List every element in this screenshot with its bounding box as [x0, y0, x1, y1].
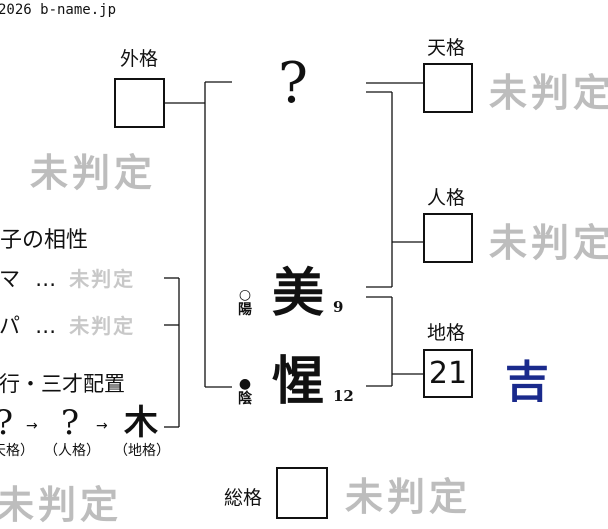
tenkaku-undetermined: 未判定: [489, 70, 608, 115]
given1-yinyang: ○ 陽: [238, 287, 252, 319]
parent-item-result: 未判定: [69, 314, 136, 338]
gogyo-sub: （人格）: [44, 443, 100, 459]
parent-item-label: パパ: [0, 314, 20, 338]
given2-char: 惺: [272, 351, 325, 412]
given1-strokes: 9: [333, 298, 344, 316]
parent-item-papa: パパ … 未判定: [0, 310, 135, 340]
soukaku-undetermined: 未判定: [345, 474, 472, 519]
tenkaku-label: 天格: [427, 37, 466, 59]
surname-char: ?: [278, 51, 309, 116]
gogyo-char: ?: [0, 406, 30, 440]
gogyo-char: ?: [60, 403, 80, 443]
gogyo-item-tenkaku: ? （天格）: [0, 406, 34, 460]
given1-yinyang-label: 陽: [238, 302, 252, 319]
copyright-text: 2026 b-name.jp: [0, 2, 117, 18]
given2-strokes: 12: [333, 387, 354, 405]
gogyo-item-chikaku: 木 （地格）: [114, 403, 170, 460]
gogyo-item-jinkaku: ? （人格）: [44, 403, 100, 460]
arrow-right-icon: →: [26, 418, 38, 434]
chikaku-label: 地格: [427, 322, 466, 344]
connector-lines: [164, 81, 424, 428]
parent-item-dots: …: [35, 314, 57, 338]
parent-item-label: ママ: [0, 267, 20, 291]
yang-circle-icon: ○: [238, 287, 252, 303]
gogyo-undetermined: 未判定: [0, 482, 123, 527]
parent-item-result: 未判定: [69, 267, 136, 291]
gaikaku-label: 外格: [120, 48, 159, 70]
chikaku-box: 21: [423, 349, 473, 398]
gogyo-sub: （地格）: [114, 443, 170, 459]
parent-item-dots: …: [35, 267, 57, 291]
gogyo-title: 五行・三才配置: [0, 372, 125, 396]
jinkaku-undetermined: 未判定: [489, 220, 608, 265]
soukaku-label: 総格: [224, 487, 263, 509]
gogyo-char: 木: [124, 403, 158, 443]
given2-yinyang-label: 陰: [238, 391, 252, 408]
tenkaku-box: [423, 63, 473, 113]
soukaku-box: [276, 467, 328, 519]
chikaku-judgement: 吉: [505, 357, 549, 408]
arrow-right-icon: →: [96, 418, 108, 434]
chikaku-value: 21: [428, 356, 468, 391]
jinkaku-label: 人格: [427, 187, 466, 209]
gogyo-sub: （天格）: [0, 443, 34, 459]
jinkaku-box: [423, 213, 473, 263]
gaikaku-undetermined: 未判定: [30, 150, 157, 195]
parent-item-mama: ママ … 未判定: [0, 263, 135, 293]
gaikaku-box: [114, 78, 165, 128]
given2-yinyang: ● 陰: [238, 376, 252, 408]
given1-char: 美: [272, 263, 325, 324]
parent-compat-title: 親子の相性: [0, 228, 89, 253]
yin-circle-icon: ●: [238, 376, 252, 392]
